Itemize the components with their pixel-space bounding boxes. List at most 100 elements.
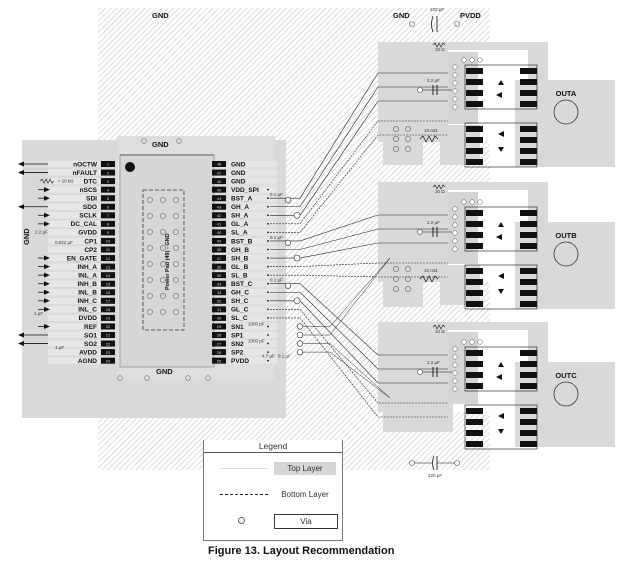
trace-gl-c: [270, 309, 448, 404]
via: [405, 276, 411, 282]
pin-number: 38: [217, 247, 222, 252]
via: [147, 229, 153, 235]
pin-label: BST_B: [231, 238, 253, 245]
pin-label: SCLK: [79, 213, 97, 220]
pin-label: BST_A: [231, 196, 253, 203]
legend-bottom-layer-label: Bottom Layer: [274, 488, 336, 501]
out-pad: [553, 99, 579, 125]
power-stage-c: [378, 322, 615, 447]
via: [147, 277, 153, 283]
trace-bst-c: [270, 283, 448, 356]
fet-pad: [466, 408, 483, 414]
diode-icon: [498, 289, 504, 294]
via: [405, 136, 411, 142]
pin-pad: [212, 357, 226, 364]
legend-solid-line: [220, 468, 268, 469]
pin-label: SL_C: [231, 315, 248, 322]
via: [452, 238, 458, 244]
pin-number: 44: [217, 196, 222, 201]
pin-pad: [101, 314, 115, 321]
left-pin-dvdd: 19 DVDD: [48, 314, 115, 322]
via: [173, 261, 179, 267]
pin-label: INH_C: [77, 298, 97, 305]
trace-gl-a: [270, 120, 448, 225]
fet-pad: [520, 137, 537, 143]
gate-resistor: [432, 184, 446, 190]
trace-bst-b: [270, 214, 448, 242]
via: [393, 146, 399, 152]
via: [176, 138, 182, 144]
avdd-cap-value: 1 µF: [55, 345, 64, 350]
trace-sp2: [303, 351, 391, 399]
gnd-ic-top-label: GND: [152, 140, 169, 149]
pin-label: DVDD: [79, 315, 98, 322]
via: [452, 104, 458, 110]
trace-sp1: [303, 257, 391, 336]
diode-icon: [498, 131, 504, 137]
pvdd-label: PVDD: [460, 11, 481, 20]
fet-pad: [520, 290, 537, 296]
boot-cap-value: 2.2 µF: [427, 360, 440, 365]
fet-pad: [466, 221, 483, 227]
fet-pad: [520, 90, 537, 96]
via: [147, 293, 153, 299]
gate-res-value: 10 Ω: [435, 189, 445, 194]
trace-sh-c: [270, 300, 448, 384]
via: [147, 261, 153, 267]
via: [452, 354, 458, 360]
gnd-top-label: GND: [152, 11, 169, 20]
pin-pad: [212, 314, 226, 321]
pin-label: SP1: [231, 332, 244, 339]
gnd-ic-bottom-label: GND: [156, 367, 173, 376]
pin-number: 19: [106, 316, 111, 321]
via: [469, 339, 475, 345]
arrow-right-icon: [44, 255, 50, 261]
pin-label: SL_A: [231, 230, 248, 237]
via: [461, 57, 467, 63]
sense-res-value: 10 mΩ: [424, 128, 438, 133]
fet-pad: [466, 301, 483, 307]
pin-pad: [101, 349, 115, 356]
pin-pad: [101, 306, 115, 313]
right-pin-bst-b: 39 BST_B: [212, 237, 277, 245]
pin-number: 39: [217, 239, 222, 244]
via: [477, 57, 483, 63]
pin-number: 41: [217, 222, 222, 227]
legend-row-via: Via: [204, 512, 342, 530]
pin-label: GH_C: [231, 290, 249, 297]
pin-pad: [101, 237, 115, 244]
legend-panel: Legend Top Layer Bottom Layer Via: [203, 440, 343, 541]
arrow-right-icon: [44, 264, 50, 270]
legend-via-label: Via: [274, 514, 338, 529]
pin-number: 34: [217, 281, 222, 286]
bulk-cap-top: 220 µF: [409, 7, 460, 33]
pin-number: 17: [106, 299, 111, 304]
arrow-right-icon: [44, 212, 50, 218]
via: [173, 277, 179, 283]
via: [393, 286, 399, 292]
sense-res-value: 10 mΩ: [424, 268, 438, 273]
trace-gl-b: [270, 262, 448, 267]
pin-number: 5: [107, 196, 110, 201]
pin-pad: [101, 203, 115, 210]
via: [141, 138, 147, 144]
pin-pad: [212, 255, 226, 262]
arrow-right-icon: [44, 195, 50, 201]
fet-pad: [520, 243, 537, 249]
dtc-resistor: [39, 178, 55, 184]
pin-pad: [101, 220, 115, 227]
shunt-1: 10 mΩ: [393, 126, 439, 152]
diode-icon: [498, 222, 504, 227]
via-icon: [238, 517, 245, 524]
pin-pad: [101, 169, 115, 176]
pin-pad: [101, 263, 115, 270]
